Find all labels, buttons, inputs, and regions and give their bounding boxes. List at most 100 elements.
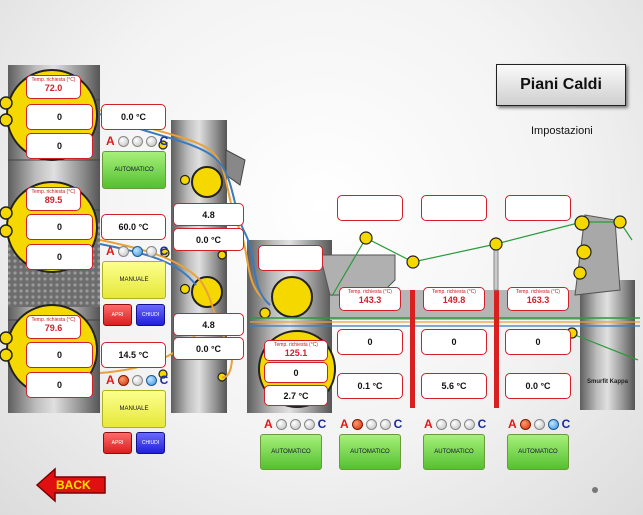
- back-button[interactable]: BACK: [35, 467, 107, 503]
- left-top-field-2[interactable]: 0: [26, 133, 93, 159]
- plate-2-field[interactable]: 0: [421, 329, 487, 355]
- indicator-a-label: A: [106, 244, 115, 258]
- plate-2-empty-field[interactable]: [421, 195, 487, 221]
- indicator-light: [519, 418, 531, 430]
- indicator-a-label: A: [424, 417, 433, 431]
- preheater-temp-field[interactable]: 2.7 °C: [264, 385, 328, 406]
- left-middle-field-2[interactable]: 0: [26, 244, 93, 270]
- indicator-c-label: C: [159, 373, 169, 387]
- center-upper-temp-field[interactable]: 0.0 °C: [173, 228, 244, 251]
- left-middle-field-1[interactable]: 0: [26, 214, 93, 240]
- preheater-setpoint-field[interactable]: Temp. richiesta (°C) 125.1: [264, 340, 328, 361]
- corner-dot: [592, 487, 598, 493]
- left-top-mode-indicator: A C: [106, 134, 168, 148]
- indicator-light: [533, 418, 545, 430]
- plate-2-temp-field[interactable]: 5.6 °C: [421, 373, 487, 399]
- page-title: Piani Caldi: [520, 76, 602, 93]
- center-lower-temp-field[interactable]: 0.0 °C: [173, 337, 244, 360]
- indicator-light: [365, 418, 377, 430]
- left-bottom-close-button[interactable]: CHIUDI: [136, 432, 165, 454]
- plate-1-empty-field[interactable]: [337, 195, 403, 221]
- plate-3-temp-field[interactable]: 0.0 °C: [505, 373, 571, 399]
- left-bottom-mode-button[interactable]: MANUALE: [102, 390, 166, 428]
- indicator-light: [463, 418, 475, 430]
- indicator-light: [117, 374, 129, 386]
- setpoint-caption: Temp. richiesta (°C): [31, 317, 76, 323]
- plate-2-setpoint-field[interactable]: Temp. richiesta (°C) 149.8: [423, 287, 485, 311]
- plate-3-empty-field[interactable]: [505, 195, 571, 221]
- center-upper-value-field[interactable]: 4.8: [173, 203, 244, 226]
- indicator-light: [131, 374, 143, 386]
- left-top-field-1[interactable]: 0: [26, 104, 93, 130]
- left-middle-mode-indicator: A C: [106, 244, 168, 258]
- plate-2-mode-indicator: A C: [424, 417, 486, 431]
- left-middle-temp-field[interactable]: 60.0 °C: [101, 214, 166, 240]
- indicator-light: [379, 418, 391, 430]
- indicator-light: [131, 135, 143, 147]
- page-title-box: Piani Caldi: [496, 64, 626, 106]
- left-middle-open-button[interactable]: APRI: [103, 304, 132, 326]
- plate-1-mode-button[interactable]: AUTOMATICO: [339, 434, 401, 470]
- plate-3-field[interactable]: 0: [505, 329, 571, 355]
- plate-3-mode-button[interactable]: AUTOMATICO: [507, 434, 569, 470]
- plate-1-temp-field[interactable]: 0.1 °C: [337, 373, 403, 399]
- brand-logo: Smurfit Kappa: [587, 379, 629, 385]
- center-lower-value-field[interactable]: 4.8: [173, 313, 244, 336]
- indicator-light: [435, 418, 447, 430]
- setpoint-value: 89.5: [44, 195, 63, 205]
- plate-2-mode-button[interactable]: AUTOMATICO: [423, 434, 485, 470]
- indicator-a-label: A: [106, 373, 115, 387]
- setpoint-caption: Temp. richiesta (°C): [432, 289, 476, 295]
- plate-1-setpoint-field[interactable]: Temp. richiesta (°C) 143.3: [339, 287, 401, 311]
- left-bottom-field-1[interactable]: 0: [26, 342, 93, 368]
- indicator-a-label: A: [508, 417, 517, 431]
- left-middle-close-button[interactable]: CHIUDI: [136, 304, 165, 326]
- indicator-light: [449, 418, 461, 430]
- indicator-c-label: C: [159, 134, 169, 148]
- indicator-light: [117, 245, 129, 257]
- plate-3-mode-indicator: A C: [508, 417, 570, 431]
- indicator-c-label: C: [159, 244, 169, 258]
- indicator-light: [145, 245, 157, 257]
- page-subtitle: Impostazioni: [531, 125, 593, 137]
- left-bottom-setpoint-field[interactable]: Temp. richiesta (°C) 79.6: [26, 315, 81, 339]
- indicator-a-label: A: [264, 417, 273, 431]
- indicator-light: [289, 418, 301, 430]
- indicator-light: [275, 418, 287, 430]
- plate-3-setpoint-field[interactable]: Temp. richiesta (°C) 163.3: [507, 287, 569, 311]
- left-bottom-temp-field[interactable]: 14.5 °C: [101, 342, 166, 368]
- left-middle-setpoint-field[interactable]: Temp. richiesta (°C) 89.5: [26, 187, 81, 211]
- setpoint-caption: Temp. richiesta (°C): [516, 289, 560, 295]
- back-label: BACK: [56, 478, 91, 492]
- setpoint-value: 163.3: [526, 295, 550, 305]
- plate-1-field[interactable]: 0: [337, 329, 403, 355]
- indicator-light: [303, 418, 315, 430]
- setpoint-value: 79.6: [44, 323, 63, 333]
- left-top-setpoint-field[interactable]: Temp. richiesta (°C) 72.0: [26, 75, 81, 99]
- setpoint-caption: Temp. richiesta (°C): [274, 342, 318, 348]
- indicator-c-label: C: [393, 417, 403, 431]
- indicator-a-label: A: [340, 417, 349, 431]
- indicator-light: [117, 135, 129, 147]
- preheater-mode-button[interactable]: AUTOMATICO: [260, 434, 322, 470]
- setpoint-caption: Temp. richiesta (°C): [348, 289, 392, 295]
- left-top-temp-field[interactable]: 0.0 °C: [101, 104, 166, 130]
- indicator-light: [131, 245, 143, 257]
- left-bottom-open-button[interactable]: APRI: [103, 432, 132, 454]
- left-bottom-field-2[interactable]: 0: [26, 372, 93, 398]
- left-top-mode-button[interactable]: AUTOMATICO: [102, 151, 166, 189]
- left-bottom-mode-indicator: A C: [106, 373, 168, 387]
- preheater-field[interactable]: 0: [264, 362, 328, 383]
- indicator-light: [145, 135, 157, 147]
- plate-1-mode-indicator: A C: [340, 417, 402, 431]
- indicator-c-label: C: [477, 417, 487, 431]
- setpoint-value: 125.1: [284, 348, 308, 358]
- preheater-empty-field[interactable]: [258, 245, 323, 271]
- setpoint-value: 149.8: [442, 295, 466, 305]
- setpoint-value: 72.0: [44, 83, 63, 93]
- left-middle-mode-button[interactable]: MANUALE: [102, 261, 166, 299]
- indicator-light: [351, 418, 363, 430]
- indicator-c-label: C: [317, 417, 327, 431]
- indicator-light: [547, 418, 559, 430]
- setpoint-value: 143.3: [358, 295, 382, 305]
